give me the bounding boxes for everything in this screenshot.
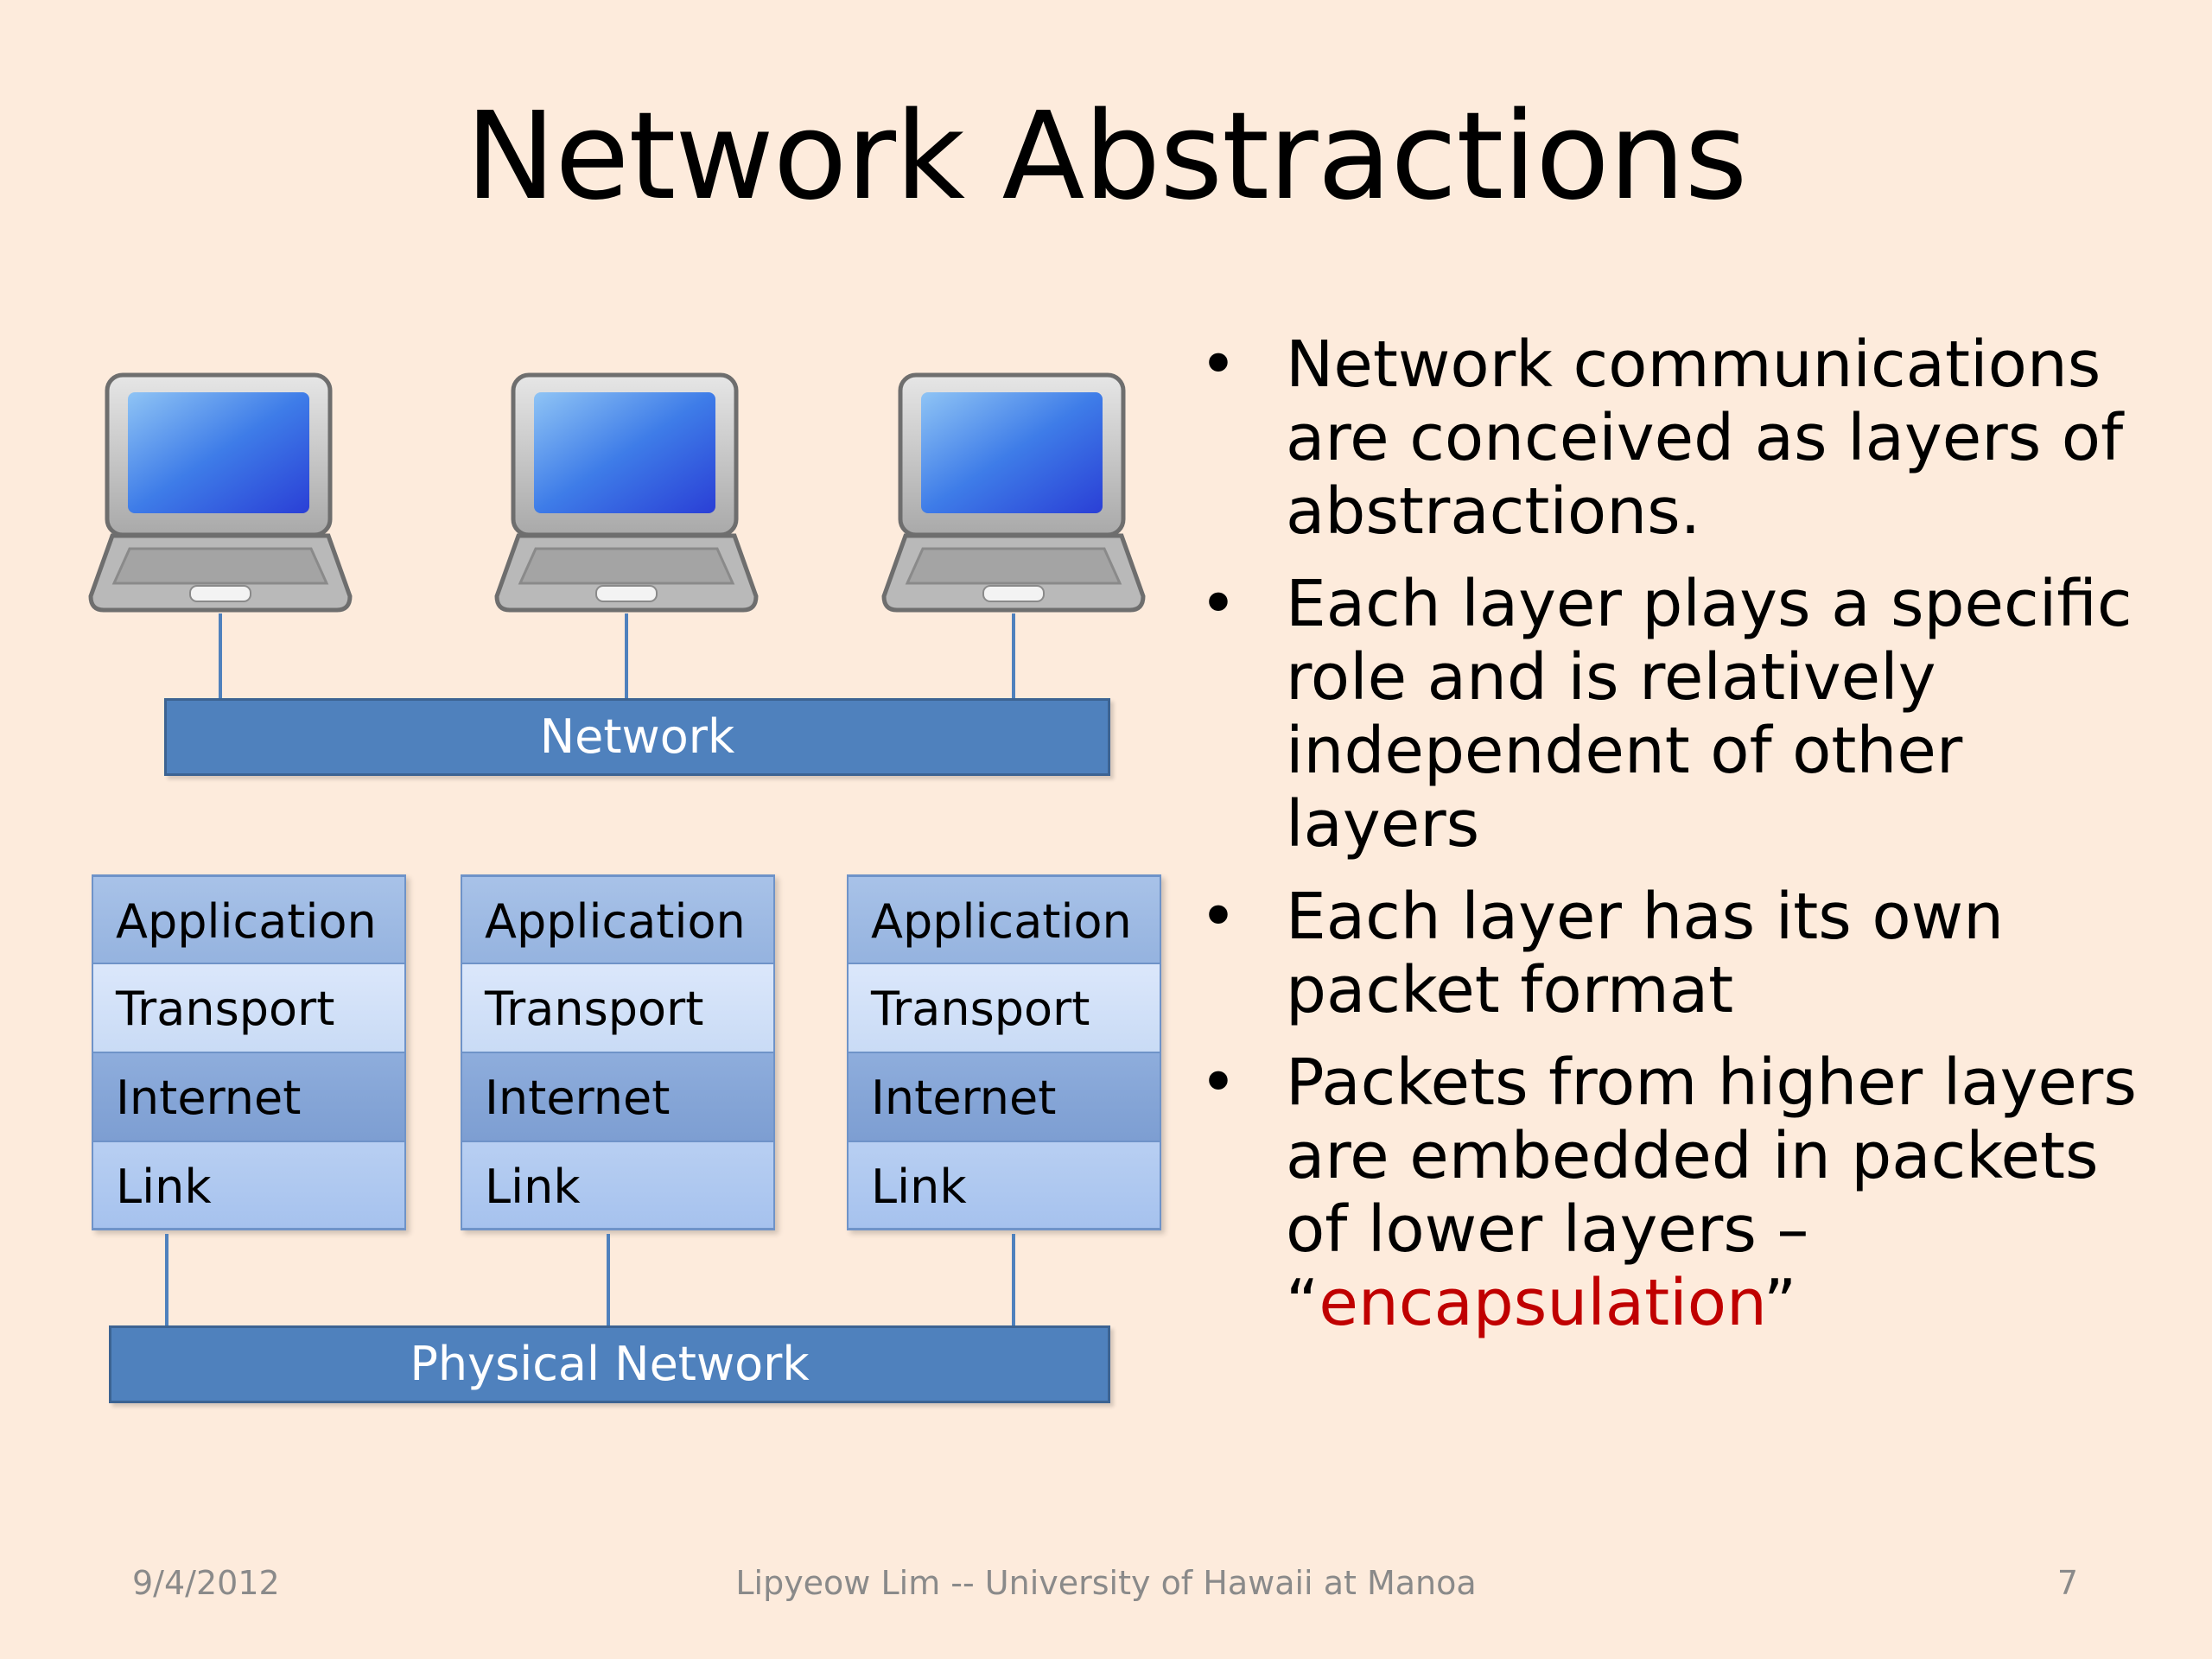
connector-line (219, 613, 222, 700)
laptop-icon (880, 372, 1147, 622)
bullet-list: • Network communications are conceived a… (1192, 328, 2169, 1359)
laptop-icon (86, 372, 354, 622)
network-bar: Network (164, 698, 1110, 776)
connector-line (165, 1234, 168, 1327)
bullet-text-after: ” (1763, 1266, 1797, 1340)
connector-line (607, 1234, 610, 1327)
laptop-icon (493, 372, 760, 622)
layer-application: Application (461, 874, 775, 963)
bullet-text: Each layer plays a specific role and is … (1286, 567, 2133, 861)
footer-page-number: 7 (2056, 1564, 2078, 1602)
layer-link: Link (92, 1141, 406, 1230)
protocol-stack: Application Transport Internet Link (461, 874, 775, 1230)
bullet-item: • Each layer plays a specific role and i… (1192, 568, 2169, 861)
bullet-text: Each layer has its own packet format (1286, 880, 2005, 1027)
bullet-item: • Network communications are conceived a… (1192, 328, 2169, 549)
layer-application: Application (847, 874, 1161, 963)
layer-internet: Internet (847, 1052, 1161, 1141)
highlight-term: encapsulation (1319, 1266, 1764, 1340)
connector-line (1012, 613, 1015, 700)
bullet-text: Packets from higher layers are embedded … (1286, 1046, 2137, 1340)
connector-line (625, 613, 628, 700)
layer-transport: Transport (847, 963, 1161, 1052)
bullet-icon: • (1199, 1046, 1237, 1120)
layer-internet: Internet (461, 1052, 775, 1141)
bullet-icon: • (1199, 880, 1237, 954)
layer-link: Link (461, 1141, 775, 1230)
bullet-text: Network communications are conceived as … (1286, 327, 2124, 549)
footer-date: 9/4/2012 (132, 1564, 280, 1602)
bullet-item: • Packets from higher layers are embedde… (1192, 1046, 2169, 1340)
bullet-text-before: Packets from higher layers are embedded … (1286, 1046, 2137, 1340)
bullet-item: • Each layer has its own packet format (1192, 880, 2169, 1027)
layer-link: Link (847, 1141, 1161, 1230)
bullet-icon: • (1199, 327, 1237, 402)
layer-transport: Transport (92, 963, 406, 1052)
bullet-icon: • (1199, 567, 1237, 641)
physical-network-bar: Physical Network (109, 1325, 1110, 1403)
slide-title: Network Abstractions (465, 86, 1748, 227)
layer-internet: Internet (92, 1052, 406, 1141)
layer-application: Application (92, 874, 406, 963)
layer-transport: Transport (461, 963, 775, 1052)
footer-author: Lipyeow Lim -- University of Hawaii at M… (735, 1564, 1477, 1602)
protocol-stack: Application Transport Internet Link (847, 874, 1161, 1230)
protocol-stack: Application Transport Internet Link (92, 874, 406, 1230)
connector-line (1012, 1234, 1015, 1327)
